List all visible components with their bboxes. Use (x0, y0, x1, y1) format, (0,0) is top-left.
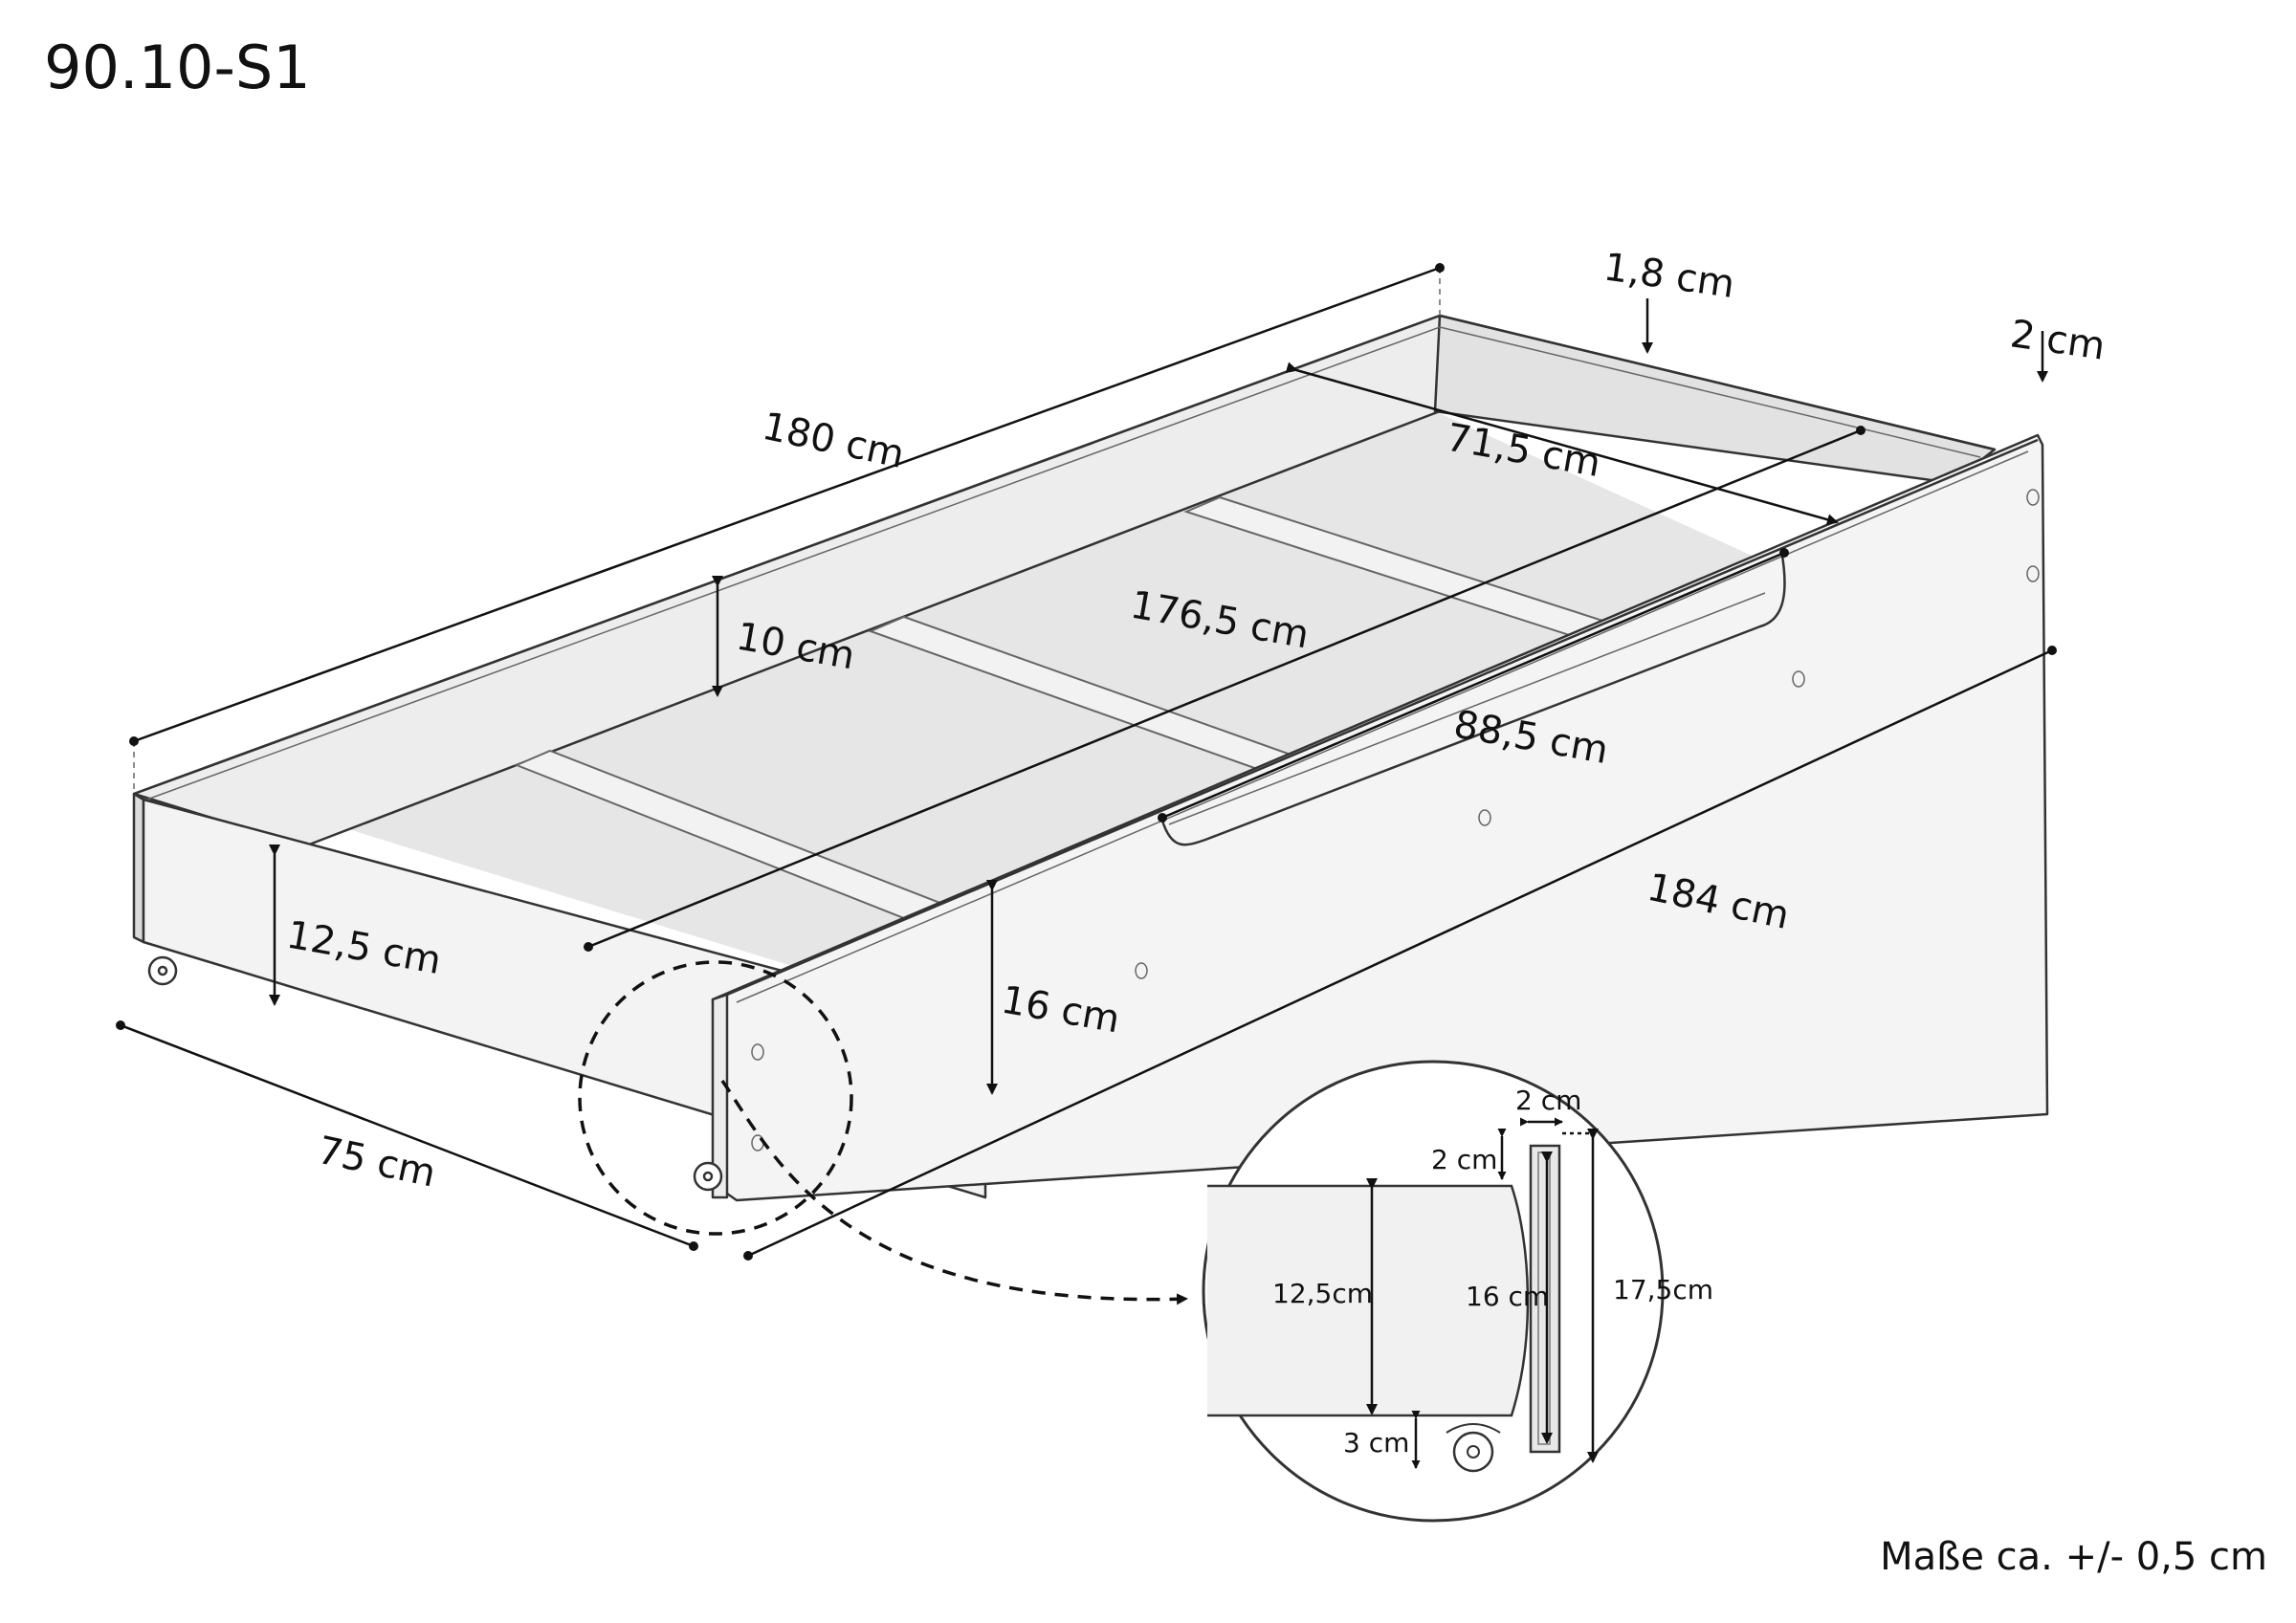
screw-holes (751, 489, 2040, 1151)
dimension-lines (116, 263, 2057, 1261)
detail-label-total-height: 17,5cm (1613, 1274, 1713, 1305)
detail-connector (720, 1080, 1188, 1305)
model-number: 90.10-S1 (44, 33, 311, 102)
label-front-thickness: 2 cm (2008, 312, 2108, 368)
detail-label-side-height: 12,5cm (1272, 1278, 1373, 1309)
detail-label-wheel-clearance: 3 cm (1343, 1427, 1409, 1459)
detail-label-top-offset: 2 cm (1431, 1144, 1497, 1175)
left-end-panel (132, 792, 145, 944)
label-length-top: 180 cm (759, 405, 908, 477)
tolerance-note: Maße ca. +/- 0,5 cm (1880, 1535, 2267, 1579)
detail-source-circle (578, 960, 853, 1236)
castor-wheels (147, 955, 723, 1192)
drawer-body (132, 314, 2049, 1202)
detail-label-front-thickness: 2 cm (1515, 1085, 1581, 1116)
detail-label-front-height: 16 cm (1466, 1281, 1549, 1312)
handle-cutout (1160, 549, 1786, 846)
label-width-bottom: 75 cm (314, 1129, 439, 1196)
label-board-thickness: 1,8 cm (1601, 245, 1737, 307)
detail-callout: 2 cm 2 cm 12,5cm 16 cm 17,5cm 3 cm (578, 960, 1713, 1523)
